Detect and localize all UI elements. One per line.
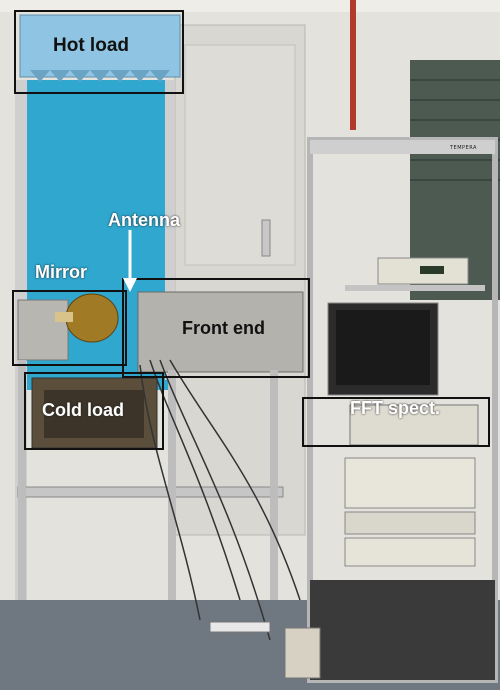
rack-unit-2 xyxy=(344,457,476,509)
red-pipe xyxy=(350,0,356,130)
hot-load-label: Hot load xyxy=(53,35,129,56)
rack-base xyxy=(310,580,495,680)
antenna-arrow-head xyxy=(123,278,137,292)
cold-load-box-outline xyxy=(24,372,164,450)
ceiling-trim xyxy=(0,0,500,12)
table-leg-left xyxy=(18,360,26,660)
fft-unit xyxy=(349,404,479,446)
hot-load-box xyxy=(14,10,184,94)
instrument-display xyxy=(420,266,444,274)
rack-unit-3 xyxy=(344,511,476,535)
hot-load-absorber xyxy=(30,70,170,82)
rack-unit-4 xyxy=(344,537,476,567)
mirror-shaft xyxy=(55,312,73,322)
power-strip xyxy=(209,621,271,633)
mirror-housing xyxy=(17,299,69,361)
antenna-label: Antenna xyxy=(108,210,180,230)
rack-top xyxy=(310,140,495,154)
monitor-screen xyxy=(336,310,430,385)
fft-spect-box xyxy=(302,397,490,447)
front-end-box xyxy=(137,291,304,373)
fft-spect-label: FFT spect. xyxy=(350,398,441,418)
cold-load-label: Cold load xyxy=(42,400,124,420)
table-leg-right xyxy=(270,370,278,650)
mirror-label: Mirror xyxy=(35,262,88,282)
door-panel xyxy=(184,44,296,266)
rack-stamp: TEMPERA xyxy=(450,145,477,151)
cables xyxy=(139,359,301,641)
small-power-box xyxy=(284,627,321,679)
blue-window-frame-right xyxy=(165,80,175,380)
front-end-label: Front end xyxy=(182,318,265,338)
table-leg-mid xyxy=(168,370,176,660)
door-handle xyxy=(261,219,271,257)
cold-load-inner xyxy=(44,390,144,438)
mirror-box xyxy=(12,290,127,366)
front-end-box-outline xyxy=(122,278,310,378)
rack-shelf-1 xyxy=(345,285,485,291)
